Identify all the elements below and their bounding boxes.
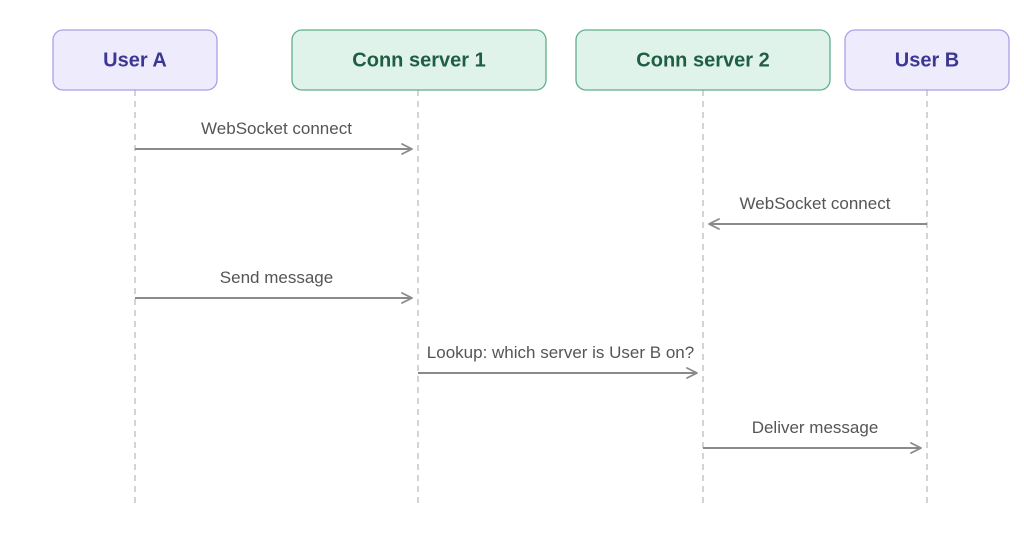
message-label: Lookup: which server is User B on? xyxy=(427,343,694,362)
message-1: WebSocket connect xyxy=(135,119,413,155)
conn-server-1-actor: Conn server 1 xyxy=(291,29,547,91)
message-5: Deliver message xyxy=(703,418,922,454)
message-2: WebSocket connect xyxy=(708,194,927,230)
user-a-box xyxy=(52,29,218,91)
user-a-label: User A xyxy=(103,49,167,71)
conn-server-2-actor: Conn server 2 xyxy=(575,29,831,91)
conn-server-1-label: Conn server 1 xyxy=(352,49,485,71)
message-label: Deliver message xyxy=(752,418,879,437)
message-label: Send message xyxy=(220,268,333,287)
conn-server-2-box xyxy=(575,29,831,91)
message-label: WebSocket connect xyxy=(201,119,352,138)
user-b-label: User B xyxy=(895,49,959,71)
message-4: Lookup: which server is User B on? xyxy=(418,343,698,379)
user-a-actor: User A xyxy=(52,29,218,91)
conn-server-1-box xyxy=(291,29,547,91)
user-b-box xyxy=(844,29,1010,91)
user-b-actor: User B xyxy=(844,29,1010,91)
message-3: Send message xyxy=(135,268,413,304)
message-label: WebSocket connect xyxy=(740,194,891,213)
conn-server-2-label: Conn server 2 xyxy=(636,49,769,71)
